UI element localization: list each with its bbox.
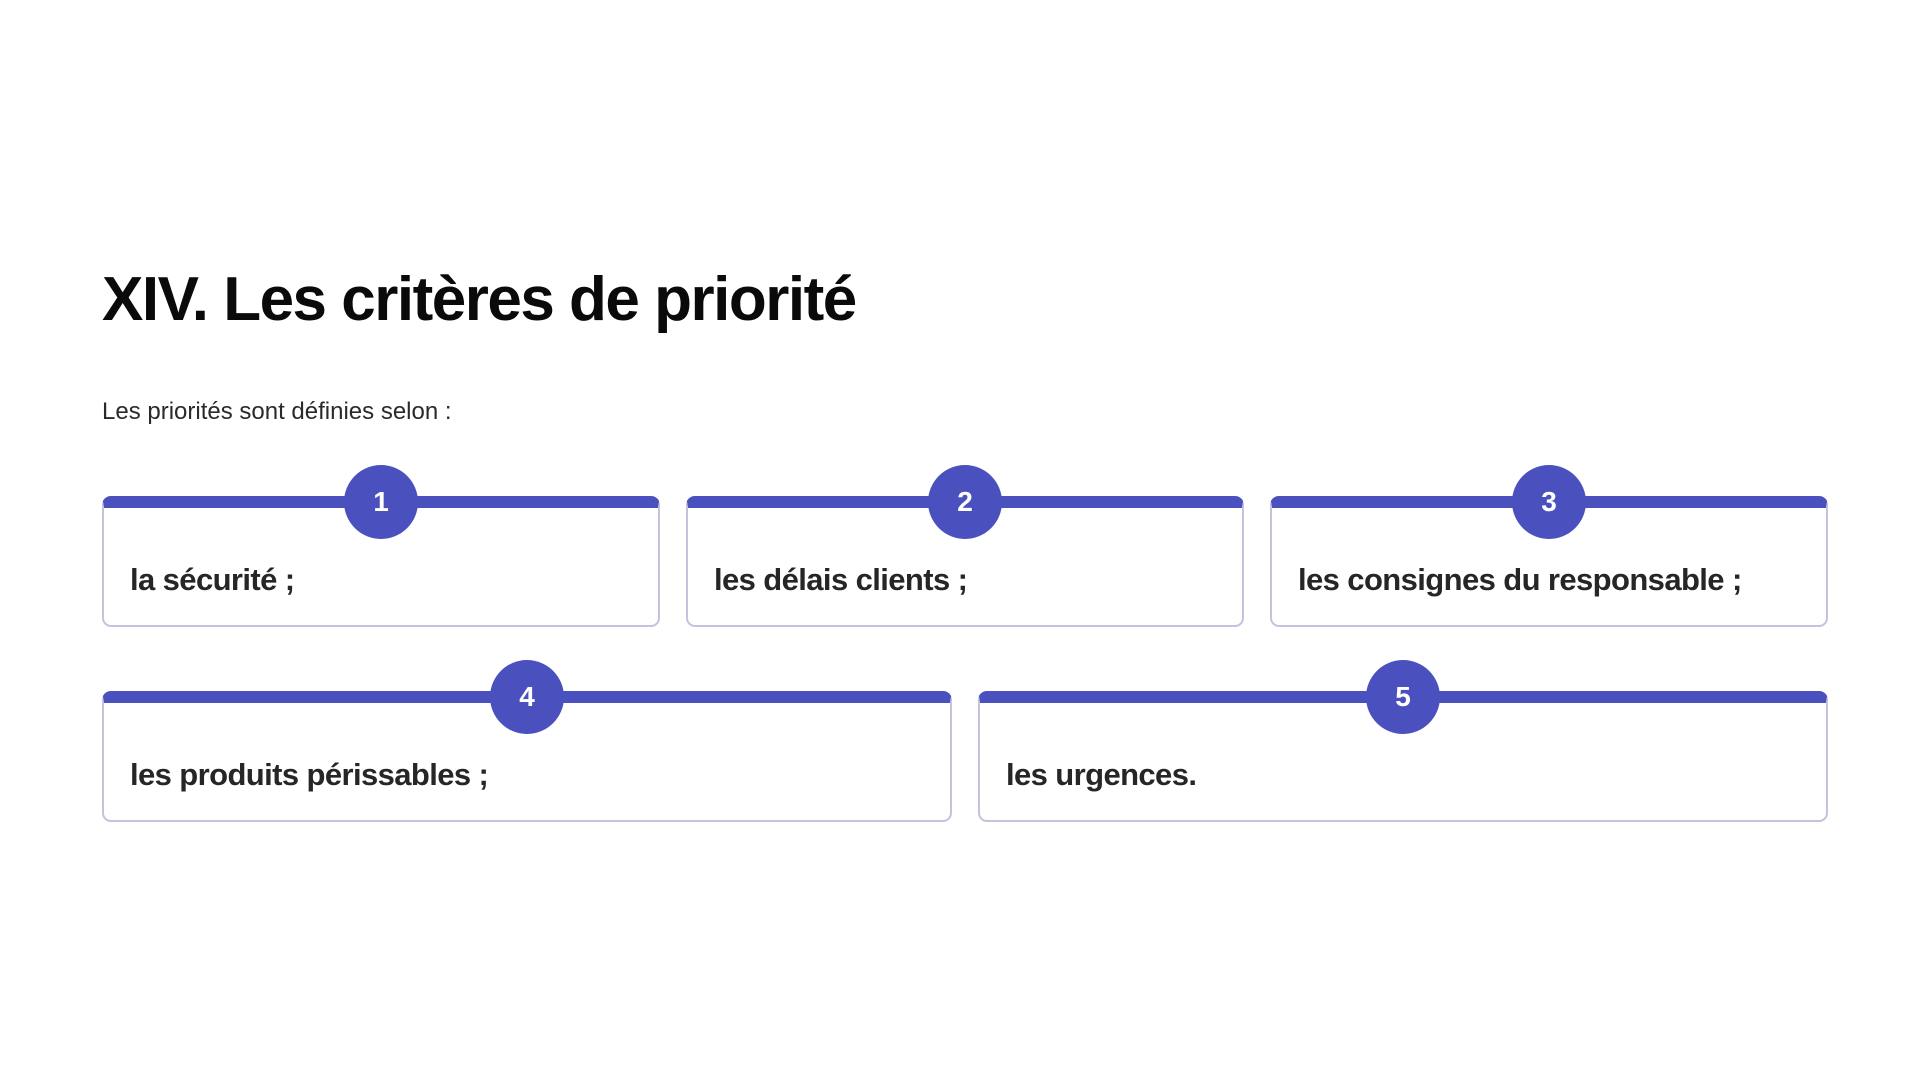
priority-card-2: 2 les délais clients ; [686, 465, 1244, 627]
priority-card-text: les produits périssables ; [130, 757, 489, 792]
priority-card-text: les délais clients ; [714, 562, 968, 597]
cards-row-bottom: 4 les produits périssables ; 5 les urgen… [102, 660, 1828, 822]
slide: XIV. Les critères de priorité Les priori… [102, 0, 1828, 1080]
priority-card-5: 5 les urgences. [978, 660, 1828, 822]
priority-card-1: 1 la sécurité ; [102, 465, 660, 627]
priority-card-4: 4 les produits périssables ; [102, 660, 952, 822]
number-badge-1: 1 [344, 465, 418, 539]
number-badge-2: 2 [928, 465, 1002, 539]
slide-title: XIV. Les critères de priorité [102, 265, 857, 334]
number-badge-3: 3 [1512, 465, 1586, 539]
cards-row-top: 1 la sécurité ; 2 les délais clients ; 3… [102, 465, 1828, 627]
number-badge-4: 4 [490, 660, 564, 734]
number-badge-5: 5 [1366, 660, 1440, 734]
priority-card-text: la sécurité ; [130, 562, 295, 597]
priority-card-text: les urgences. [1006, 757, 1197, 792]
slide-subtitle: Les priorités sont définies selon : [102, 398, 452, 425]
priority-card-text: les consignes du responsable ; [1298, 562, 1742, 597]
priority-card-3: 3 les consignes du responsable ; [1270, 465, 1828, 627]
